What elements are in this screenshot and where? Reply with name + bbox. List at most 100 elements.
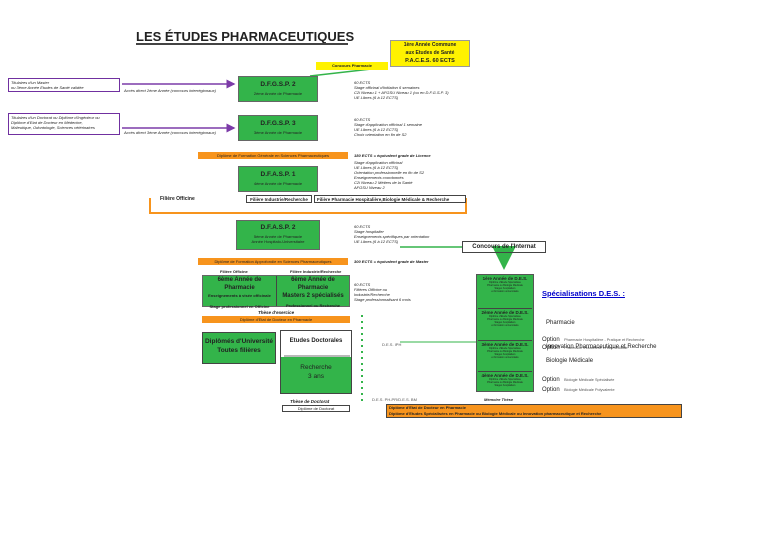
dfasp2-title: D.F.A.S.P. 2 — [260, 224, 296, 231]
note: UE Libres (6 à 12 ECTS) — [354, 165, 399, 170]
note: UE Libres (6 à 12 ECTS) — [354, 239, 399, 244]
note: Stage officinal d'initiation 6 semaines — [354, 85, 420, 90]
note: Orientation professionnelle en fin de S2 — [354, 170, 425, 175]
acces-2e: Accès direct 2ème Année (concours interr… — [124, 88, 216, 93]
note: 60 ECTS — [354, 224, 371, 229]
concours-pharmacie: Concours Pharmacie — [316, 62, 388, 70]
dfasp1-notes: Stage d'application officinal UE Libres … — [354, 160, 424, 190]
etudes-doc-box — [280, 330, 352, 394]
note: Industrie/Recherche — [354, 292, 390, 297]
des-line: Diplôme d'Etude Spécialisée — [489, 281, 521, 284]
note: Enseignements spécifiques par orientatio… — [354, 234, 430, 239]
option-text: Pharmacie Industrielle et Biomédicale — [564, 346, 628, 350]
des-line: et formation universitaire — [491, 290, 519, 293]
option-text: Biologie Médicale Spécialisée — [564, 378, 615, 382]
dfasp1-box: D.F.A.S.P. 1 4ème Année de Pharmacie — [238, 166, 318, 192]
option-label: Option — [542, 377, 560, 383]
dfgsp-diploma: Diplôme de Formation Générale en Science… — [198, 152, 348, 159]
paces-box: 1ère Année Commune aux Etudes de Santé P… — [390, 40, 470, 67]
filiere-industrie: Filière Industrie/Recherche — [246, 195, 312, 203]
note: C2i Niveau 2 Métiers de la Santé — [354, 180, 413, 185]
sixth-col2-title: 6ème Année de Pharmacie — [291, 277, 335, 291]
dfgsp3-title: D.F.G.S.P. 3 — [260, 120, 296, 127]
sixth-col1-l2: Stage professionnel en Officine — [209, 304, 270, 309]
master-line1: Titulaires d'un Master — [11, 80, 50, 85]
final-diploma-box: Diplôme d'Etat de Docteur en Pharmacie D… — [386, 404, 682, 418]
du-line2: Toutes filières — [217, 347, 261, 354]
note: 60 ECTS — [354, 80, 371, 85]
du-line1: Diplômés d'Université — [204, 338, 273, 345]
option-label: Option — [542, 345, 560, 351]
des-year-title: 1ère Année de D.E.S. — [482, 276, 528, 281]
des-line: Stages hospitaliers — [494, 287, 516, 290]
recherche-line2: 3 ans — [308, 373, 324, 380]
spec-innovation: Innovation Pharmaceutique et Recherche — [546, 344, 657, 350]
dfasp2-notes: 60 ECTS Stage hospitalier Enseignements … — [354, 224, 429, 244]
spec-opt4: Option Biologie Médicale Polyvalente — [542, 378, 615, 396]
des-line: Pharmacie ou Biologie Médicale — [487, 350, 523, 353]
note: Stage professionnalisant 6 mois — [354, 297, 411, 302]
option-label: Option — [542, 337, 560, 343]
des-line: Stages hospitaliers — [494, 384, 516, 387]
page-title: LES ÉTUDES PHARMACEUTIQUES — [136, 29, 355, 44]
du-box: Diplômés d'Université Toutes filières — [202, 332, 276, 364]
master-box: Titulaires d'un Master ou 3ème Année Etu… — [8, 78, 120, 92]
sixth-col2-l2: Professionnel ou Recherche — [285, 303, 340, 308]
dfgsp-ects: 180 ECTS = équivalent grade de Licence — [354, 153, 431, 158]
spec-opt2: Option Pharmacie Industrielle et Biomédi… — [542, 336, 628, 354]
note: UE Libres (6 à 12 ECTS) — [354, 95, 399, 100]
dfasp-ects: 300 ECTS = équivalent grade de Master — [354, 259, 429, 264]
dfasp1-title: D.F.A.S.P. 1 — [260, 171, 296, 178]
dfasp1-subtitle: 4ème Année de Pharmacie — [253, 181, 303, 186]
option-label: Option — [542, 387, 560, 393]
dfasp-diploma: Diplôme de Formation Approfondie en Scie… — [198, 258, 348, 265]
dfasp2-line2: 5ème Année de Pharmacie — [253, 234, 303, 239]
spec-opt3: Option Biologie Médicale Spécialisée — [542, 368, 614, 386]
doctorat-line1: Titulaires d'un Doctorat ou Diplôme d'In… — [11, 115, 100, 120]
dfgsp3-box: D.F.G.S.P. 3 3ème Année de Pharmacie — [238, 115, 318, 141]
recherche-box: Recherche 3 ans — [281, 357, 351, 393]
filiere-officine: Filière Officine — [160, 196, 195, 202]
des-year-title: 2ème Année de D.E.S. — [481, 310, 529, 315]
final-line2: Diplôme d'Etudes Spécialisées en Pharmac… — [389, 411, 602, 416]
dfasp2-line3: Année Hospitalo-Universitaire — [251, 239, 305, 244]
des-line: et formation universitaire — [491, 356, 519, 359]
note: Choix orientation en fin de S2 — [354, 132, 407, 137]
paces-line3: P.A.C.E.S. 60 ECTS — [405, 58, 455, 64]
memoire-these: Mémoire Thèse — [484, 397, 514, 402]
filiere-hopital: Filière Pharmacie Hospitalière,Biologie … — [314, 195, 466, 203]
doctorat-line2: Diplôme d'Etat de Docteur en Médecine, — [11, 120, 83, 125]
des-line: Pharmacie ou Biologie Médicale — [487, 284, 523, 287]
note: Stage d'application officinal — [354, 160, 403, 165]
des-line: Stages hospitaliers — [494, 353, 516, 356]
dfgsp2-title: D.F.G.S.P. 2 — [260, 81, 296, 88]
option-text: Pharmacie Hospitalière - Pratique et Rec… — [564, 338, 645, 342]
doctorat-line3: Maïeutique, Odontologie, Sciences vétéri… — [11, 125, 95, 130]
dfgsp2-notes: 60 ECTS Stage officinal d'initiation 6 s… — [354, 80, 449, 100]
doctorat-box: Titulaires d'un Doctorat ou Diplôme d'In… — [8, 113, 120, 135]
diplome-doctorat: Diplôme de Doctorat — [282, 405, 350, 412]
sixth-col1: 6ème Année de Pharmacie Enseignements à … — [203, 276, 277, 309]
spec-biologie: Biologie Médicale — [546, 358, 594, 364]
sixth-col2-head: Filière Industrie/Recherche — [290, 269, 342, 274]
these-doctorat: Thèse de Doctorat — [290, 399, 330, 404]
paces-line1: 1ère Année Commune — [403, 42, 457, 48]
sixth-col1-l1: Enseignements à visée officinale — [208, 293, 271, 298]
title-underline — [136, 43, 348, 45]
sixth-col2: 6ème Année de Pharmacie Masters 2 spécia… — [277, 276, 349, 308]
dfasp2-box: D.F.A.S.P. 2 5ème Année de Pharmacie Ann… — [236, 220, 320, 250]
concours-internat: Concours de l'Internat — [462, 241, 546, 253]
acces-3e: Accès direct 3ème Année (concours interr… — [124, 130, 216, 135]
dfgsp3-subtitle: 3ème Année de Pharmacie — [253, 130, 303, 135]
sixth-col1-head: Filière Officine — [220, 269, 248, 274]
dfgsp2-subtitle: 2ème Année de Pharmacie — [253, 91, 303, 96]
des-year-2: 2ème Année de D.E.S. Diplôme d'Etude Spé… — [478, 308, 532, 327]
note: AFGSU Niveau 2 — [354, 185, 385, 190]
des-line: Diplôme d'Etude Spécialisée — [489, 347, 521, 350]
note: Stage hospitalier — [354, 229, 384, 234]
des-ph: D.E.S. PH-PR/D.E.S. BM — [372, 397, 417, 402]
spec-opt1: Option Pharmacie Hospitalière - Pratique… — [542, 328, 645, 346]
des-iph: D.E.S. IPH — [382, 342, 402, 347]
recherche-line1: Recherche — [300, 364, 332, 371]
option-text: Biologie Médicale Polyvalente — [564, 388, 615, 392]
